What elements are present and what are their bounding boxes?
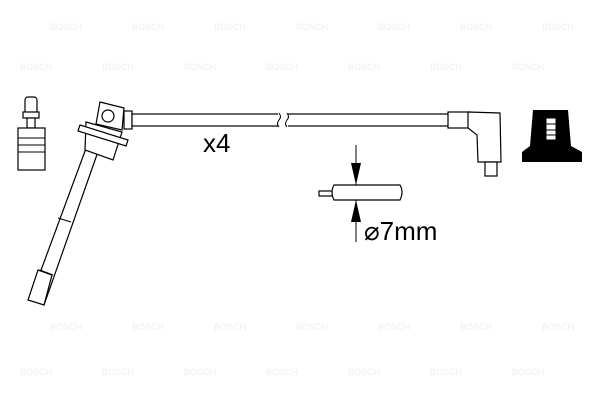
watermark-text: BOSCH xyxy=(214,22,246,32)
watermark-text: BOSCH xyxy=(460,322,492,332)
watermark-pattern: BOSCH BOSCH BOSCH BOSCH BOSCH BOSCH BOSCH BOSCH… xyxy=(20,22,574,377)
watermark-text: BOSCH xyxy=(102,367,134,377)
watermark-text: BOSCH xyxy=(296,322,328,332)
watermark-text: BOSCH xyxy=(102,62,134,72)
coil-boot xyxy=(522,110,582,162)
watermark-text: BOSCH xyxy=(430,367,462,377)
watermark-text: BOSCH xyxy=(214,322,246,332)
watermark-text: BOSCH xyxy=(20,367,52,377)
watermark-text: BOSCH xyxy=(50,322,82,332)
watermark-text: BOSCH xyxy=(348,62,380,72)
watermark-text: BOSCH xyxy=(296,22,328,32)
watermark-text: BOSCH xyxy=(378,322,410,332)
distributor-connector xyxy=(447,111,502,177)
watermark-text: BOSCH xyxy=(132,322,164,332)
cable xyxy=(131,110,451,130)
watermark-text: BOSCH xyxy=(542,22,574,32)
watermark-text: BOSCH xyxy=(184,62,216,72)
plug-terminal xyxy=(17,96,46,171)
watermark-text: BOSCH xyxy=(512,367,544,377)
diameter-dimension xyxy=(318,145,403,242)
watermark-text: BOSCH xyxy=(50,22,82,32)
watermark-text: BOSCH xyxy=(542,322,574,332)
spark-plug-boot xyxy=(27,101,133,306)
watermark-text: BOSCH xyxy=(132,22,164,32)
watermark-text: BOSCH xyxy=(430,62,462,72)
multiplier-label: x4 xyxy=(203,128,230,158)
watermark-text: BOSCH xyxy=(378,22,410,32)
watermark-text: BOSCH xyxy=(266,62,298,72)
watermark-text: BOSCH xyxy=(184,367,216,377)
watermark-text: BOSCH xyxy=(20,62,52,72)
watermark-text: BOSCH xyxy=(460,22,492,32)
watermark-text: BOSCH xyxy=(512,62,544,72)
watermark-text: BOSCH xyxy=(266,367,298,377)
diameter-label: ⌀7mm xyxy=(364,216,437,246)
watermark-text: BOSCH xyxy=(348,367,380,377)
